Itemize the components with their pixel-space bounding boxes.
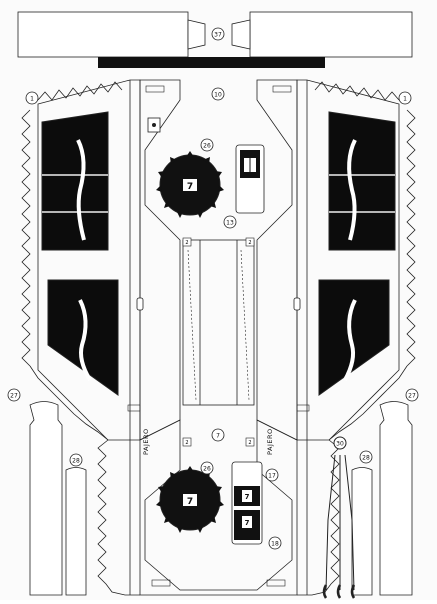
lower-plate-num-b: 7 <box>245 519 250 527</box>
upper-wheel-number: 7 <box>187 182 193 192</box>
windows <box>41 111 396 396</box>
lower-spare-wheel: 7 26 <box>156 461 224 533</box>
hatch-marks <box>127 85 310 587</box>
top-strip: 37 <box>17 11 413 58</box>
body-outline <box>21 79 416 596</box>
side-right-upper: 2 <box>248 240 251 246</box>
plate-label: 13 <box>226 220 234 227</box>
corner-right-badge <box>398 91 412 105</box>
lower-plate-num-a: 7 <box>245 493 250 501</box>
lower-panel-top-label: 17 <box>268 473 276 480</box>
side-numbers: 2 2 2 2 <box>182 237 255 447</box>
corner-left-label: 1 <box>30 96 34 103</box>
door-handle-left <box>136 297 144 311</box>
top-tab-badge <box>211 27 225 41</box>
brand-left: PAJERO <box>142 428 150 455</box>
brand-right: PAJERO <box>266 428 274 455</box>
corner-right-label: 1 <box>403 96 407 103</box>
top-tab-label: 37 <box>214 32 222 39</box>
lower-wheel-label: 26 <box>203 466 211 473</box>
antenna-wires <box>322 436 356 599</box>
roof-bar <box>98 57 325 68</box>
lower-plate-panel: 7 7 17 18 <box>231 461 282 550</box>
bar-badge <box>211 87 225 101</box>
left-tubes <box>7 388 87 596</box>
tube-left-bottom-label: 28 <box>72 458 80 465</box>
tube-right-bottom-label: 28 <box>362 455 370 462</box>
tube-right-top-label: 27 <box>408 393 416 400</box>
bar-label: 10 <box>214 92 222 99</box>
right-tubes <box>351 388 419 596</box>
lower-wheel-number: 7 <box>187 497 193 507</box>
upper-plate: 13 <box>223 144 265 229</box>
side-left-upper: 2 <box>185 240 188 246</box>
corner-left-badge <box>25 91 39 105</box>
tube-left-top-label: 27 <box>10 393 18 400</box>
center-bottom-label: 7 <box>216 433 220 440</box>
upper-spare-wheel: 7 26 <box>156 138 224 218</box>
side-right-lower: 2 <box>248 440 251 446</box>
lower-panel-bottom-label: 18 <box>271 541 279 548</box>
upper-wheel-label: 26 <box>203 143 211 150</box>
antenna-label: 30 <box>336 441 344 448</box>
door-handle-right <box>293 297 301 311</box>
center-bottom-badge <box>211 428 225 442</box>
side-left-lower: 2 <box>185 440 188 446</box>
